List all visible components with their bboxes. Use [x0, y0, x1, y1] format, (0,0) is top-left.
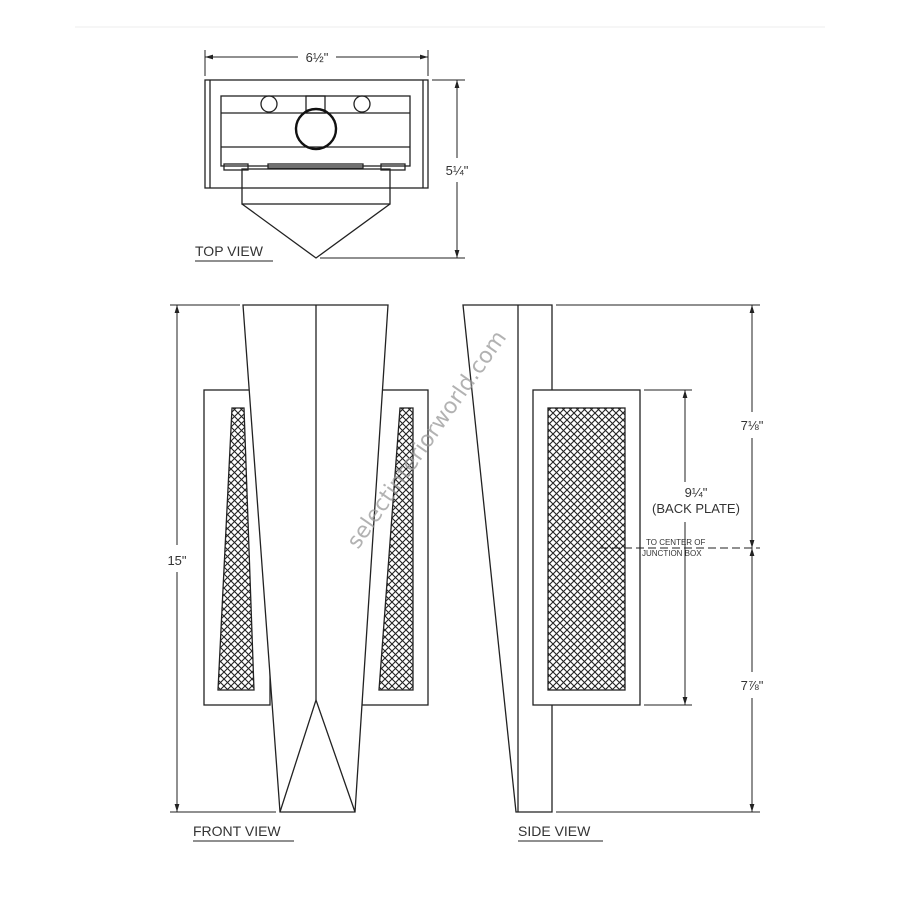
front-view-label: FRONT VIEW [193, 823, 281, 839]
lower-dim: 7⅞" [741, 678, 764, 693]
back-plate-dim: 9¼" [685, 485, 708, 500]
side-view: 9¼" (BACK PLATE) TO CENTER OF JUNCTION B… [462, 304, 764, 842]
left-diffuser [217, 407, 255, 691]
right-diffuser [378, 407, 414, 691]
mount-hole-icon [260, 95, 278, 113]
upper-dim: 7⅛" [741, 418, 764, 433]
mount-hole-icon [353, 95, 371, 113]
side-view-label: SIDE VIEW [518, 823, 591, 839]
junction-circle-icon [294, 107, 338, 151]
front-height-dim: 15" [167, 553, 186, 568]
back-plate-label: (BACK PLATE) [652, 501, 740, 516]
side-diffuser [547, 407, 626, 691]
junction-note-2: JUNCTION BOX [642, 549, 702, 558]
front-view: 15" FRONT VIEW [167, 304, 429, 842]
top-width-dim: 6½" [306, 50, 329, 65]
top-view-label: TOP VIEW [195, 243, 264, 259]
top-view: 6½" 5¼" TOP VIEW [195, 50, 469, 262]
junction-note-1: TO CENTER OF [646, 538, 706, 547]
side-body [462, 304, 553, 813]
top-depth-dim: 5¼" [446, 163, 469, 178]
